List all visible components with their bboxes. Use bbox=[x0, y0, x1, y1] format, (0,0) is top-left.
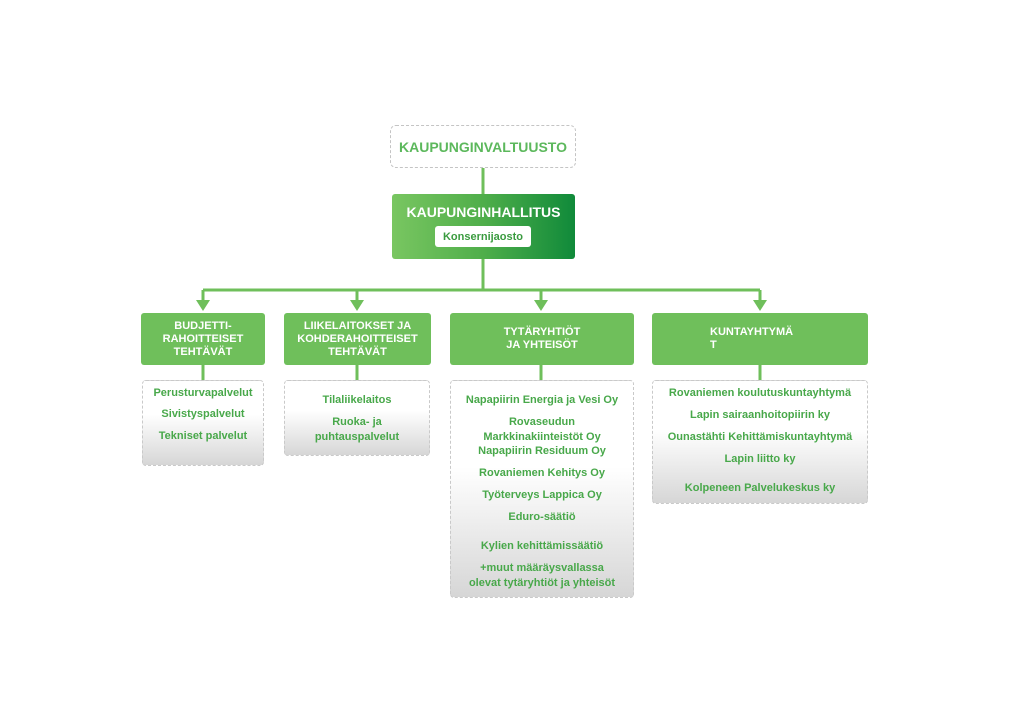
list-item: Perusturvapalvelut bbox=[153, 387, 253, 399]
category-municipal-federations: KUNTAYHTYMÄ T bbox=[652, 313, 868, 365]
category-line: BUDJETTI- bbox=[174, 319, 232, 332]
list-item: Kylien kehittämissäätiö bbox=[480, 540, 604, 552]
list-item: Kolpeneen Palvelukeskus ky bbox=[684, 482, 836, 494]
list-item: olevat tytäryhtiöt ja yhteisöt bbox=[468, 577, 616, 589]
category-enterprises: LIIKELAITOKSET JA KOHDERAHOITTEISET TEHT… bbox=[284, 313, 431, 365]
list-item: Tilaliikelaitos bbox=[322, 394, 392, 406]
council-box: KAUPUNGINVALTUUSTO bbox=[390, 125, 576, 168]
category-line: RAHOITTEISET bbox=[162, 332, 244, 345]
board-sublabel: Konsernijaosto bbox=[442, 230, 524, 243]
category-line: KOHDERAHOITTEISET bbox=[297, 332, 418, 345]
list-item: Rovaseudun bbox=[508, 416, 575, 428]
list-item: Ruoka- ja bbox=[332, 416, 382, 428]
list-item: Rovaniemen Kehitys Oy bbox=[479, 467, 605, 479]
list-item: Sivistyspalvelut bbox=[161, 408, 245, 420]
list-item: Eduro-säätiö bbox=[508, 511, 576, 523]
council-label: KAUPUNGINVALTUUSTO bbox=[399, 138, 567, 155]
category-line: JA YHTEISÖT bbox=[506, 339, 578, 351]
list-item: +muut määräysvallassa bbox=[480, 562, 604, 574]
list-municipal-federations: Rovaniemen koulutuskuntayhtymä Lapin sai… bbox=[652, 380, 868, 504]
category-line: TEHTÄVÄT bbox=[173, 345, 233, 358]
category-line: TEHTÄVÄT bbox=[328, 345, 387, 358]
category-line: T bbox=[710, 339, 717, 351]
list-item: Markkinakiinteistöt Oy bbox=[483, 431, 601, 443]
list-item: Rovaniemen koulutuskuntayhtymä bbox=[668, 387, 852, 399]
list-item: puhtauspalvelut bbox=[314, 431, 400, 443]
list-item: Työterveys Lappica Oy bbox=[482, 489, 602, 501]
category-subsidiaries: TYTÄRYHTIÖT JA YHTEISÖT bbox=[450, 313, 634, 365]
list-item: Ounastähti Kehittämiskuntayhtymä bbox=[667, 431, 853, 443]
board-label: KAUPUNGINHALLITUS bbox=[406, 204, 561, 220]
category-line: KUNTAYHTYMÄ bbox=[710, 326, 794, 338]
list-item: Napapiirin Energia ja Vesi Oy bbox=[465, 394, 619, 406]
list-budget: Perusturvapalvelut Sivistyspalvelut Tekn… bbox=[142, 380, 264, 466]
category-line: LIIKELAITOKSET JA bbox=[303, 319, 412, 332]
list-item: Lapin sairaanhoitopiirin ky bbox=[690, 409, 830, 421]
category-budget: BUDJETTI- RAHOITTEISET TEHTÄVÄT bbox=[141, 313, 265, 365]
list-item: Tekniset palvelut bbox=[158, 430, 248, 442]
category-line: TYTÄRYHTIÖT bbox=[503, 326, 581, 338]
list-item: Lapin liitto ky bbox=[724, 453, 796, 465]
list-enterprises: Tilaliikelaitos Ruoka- ja puhtauspalvelu… bbox=[284, 380, 430, 456]
list-subsidiaries: Napapiirin Energia ja Vesi Oy Rovaseudun… bbox=[450, 380, 634, 598]
list-item: Napapiirin Residuum Oy bbox=[478, 445, 606, 457]
board-sublabel-pill: Konsernijaosto bbox=[435, 226, 531, 247]
